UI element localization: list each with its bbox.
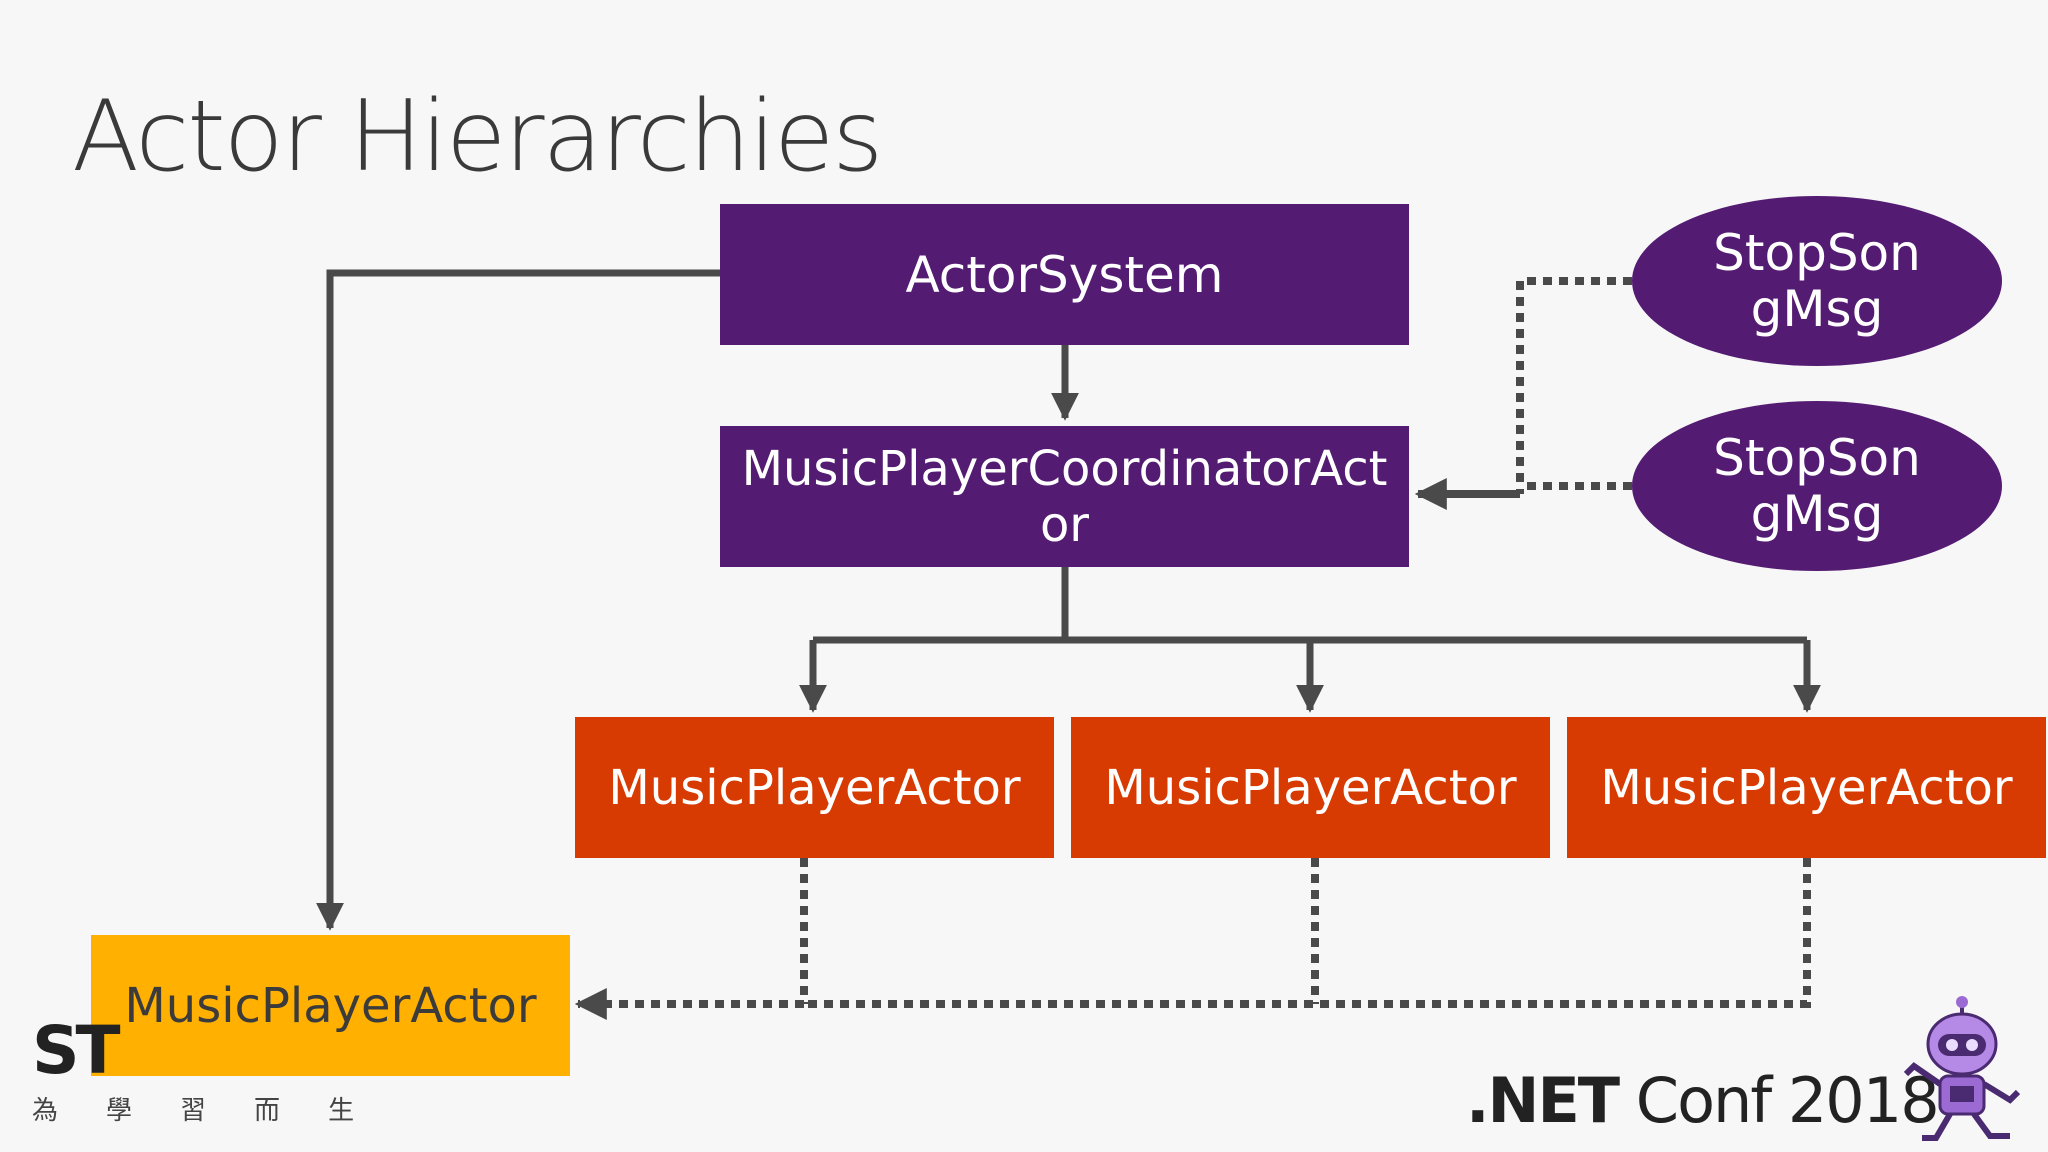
node-stop-song-msg-1-line2: gMsg [1750, 280, 1884, 338]
edge-child3-orphan [800, 858, 1811, 1008]
node-coordinator: MusicPlayerCoordinatorAct or [720, 426, 1409, 567]
slide-title: Actor Hierarchies [72, 80, 883, 194]
watermark-logo: ST [32, 1012, 121, 1089]
edge-msg1-coordinator [1516, 277, 1632, 494]
node-coordinator-label-line1: MusicPlayerCoordinatorAct [741, 440, 1388, 497]
node-music-player-actor-orphan: MusicPlayerActor [91, 935, 570, 1076]
watermark-tagline: 為 學 習 而 生 [32, 1090, 354, 1127]
node-music-player-actor-orphan-label: MusicPlayerActor [124, 977, 537, 1034]
node-stop-song-msg-2-line1: StopSon [1713, 429, 1921, 487]
node-coordinator-label-line2: or [1039, 496, 1090, 553]
node-stop-song-msg-1: StopSon gMsg [1632, 196, 2002, 366]
node-actor-system: ActorSystem [720, 204, 1409, 345]
watermark: ST 為 學 習 而 生 [32, 1018, 354, 1127]
node-music-player-actor-1: MusicPlayerActor [575, 717, 1054, 858]
node-music-player-actor-2-label: MusicPlayerActor [1104, 759, 1517, 816]
node-stop-song-msg-2-line2: gMsg [1750, 485, 1884, 543]
footer-brand-net: .NET [1466, 1064, 1620, 1137]
footer-brand-rest: Conf 2018 [1618, 1064, 1940, 1137]
node-music-player-actor-3-label: MusicPlayerActor [1600, 759, 2013, 816]
watermark-char: 學 [106, 1096, 133, 1126]
edge-system-orphan [316, 269, 720, 931]
watermark-char: 而 [254, 1096, 281, 1126]
node-music-player-actor-3: MusicPlayerActor [1567, 717, 2046, 858]
node-music-player-actor-1-label: MusicPlayerActor [608, 759, 1021, 816]
node-stop-song-msg-2: StopSon gMsg [1632, 401, 2002, 571]
watermark-char: 習 [180, 1096, 207, 1126]
watermark-char: 生 [328, 1096, 355, 1126]
dotnet-bot-mascot-icon [1903, 996, 2021, 1141]
node-actor-system-label: ActorSystem [905, 245, 1224, 304]
node-stop-song-msg-1-line1: StopSon [1713, 224, 1921, 282]
footer-brand: .NET Conf 2018 [1466, 1070, 1940, 1132]
watermark-char: 為 [32, 1096, 59, 1126]
node-music-player-actor-2: MusicPlayerActor [1071, 717, 1550, 858]
